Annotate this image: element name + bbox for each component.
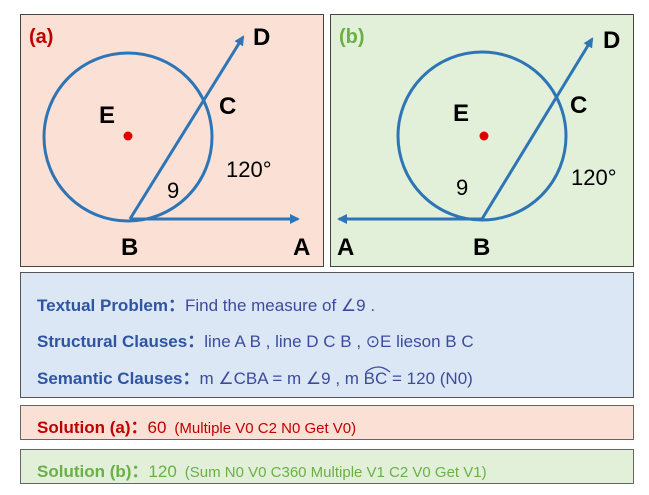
diagram-panel-a: (a) D C E B A 9 120° — [20, 14, 324, 267]
textual-problem-text: Find the measure of ∠9 . — [185, 296, 376, 315]
structural-clauses-text: line A B , line D C B , ⊙E lieson B C — [204, 332, 474, 351]
solution-a-key: Solution (a)： — [37, 418, 148, 437]
panel-tag-a: (a) — [29, 26, 53, 48]
problem-statement-box: Textual Problem：Find the measure of ∠9 .… — [20, 272, 634, 398]
semantic-clauses-row: Semantic Clauses：m ∠CBA = m ∠9 , m BC = … — [37, 364, 473, 389]
line-bd — [480, 37, 594, 220]
point-label-d: D — [603, 27, 620, 54]
solution-b-sequence: (Sum N0 V0 C360 Multiple V1 C2 V0 Get V1… — [184, 464, 487, 481]
arc-label-120: 120° — [571, 165, 617, 190]
arc-bc-notation: BC — [363, 366, 391, 389]
structural-clauses-key: Structural Clauses： — [37, 332, 205, 351]
geometry-diagram-a: (a) D C E B A 9 120° — [29, 24, 310, 261]
line-bd — [128, 35, 245, 220]
point-label-d: D — [253, 24, 270, 51]
center-dot-e — [479, 131, 489, 141]
point-label-c: C — [570, 92, 587, 119]
semantic-clauses-text-2: = 120 (N0) — [387, 369, 473, 388]
textual-problem-key: Textual Problem： — [37, 296, 185, 315]
circle-e — [42, 51, 214, 223]
arc-label-120: 120° — [226, 157, 272, 182]
arc-hat-icon — [365, 366, 391, 373]
center-dot-e — [123, 131, 133, 141]
point-label-a: A — [337, 234, 354, 261]
diagram-panel-b: (b) D C E B A 9 120° — [330, 14, 634, 267]
solution-a-box: Solution (a)：60 (Multiple V0 C2 N0 Get V0… — [20, 405, 634, 440]
point-label-e: E — [99, 102, 115, 129]
panel-tag-b: (b) — [339, 26, 365, 48]
textual-problem-row: Textual Problem：Find the measure of ∠9 . — [37, 291, 375, 316]
point-label-e: E — [453, 100, 469, 127]
point-label-a: A — [293, 234, 310, 261]
point-label-c: C — [219, 93, 236, 120]
angle-label-9: 9 — [456, 175, 468, 200]
point-label-b: B — [473, 234, 490, 261]
solution-a-sequence: (Multiple V0 C2 N0 Get V0) — [174, 420, 357, 437]
semantic-clauses-text-1: m ∠CBA = m ∠9 , m — [199, 369, 364, 388]
arc-bc-text: BC — [363, 369, 388, 388]
point-label-b: B — [121, 234, 138, 261]
solution-b-box: Solution (b)：120 (Sum N0 V0 C360 Multiple… — [20, 449, 634, 484]
structural-clauses-row: Structural Clauses：line A B , line D C B… — [37, 327, 474, 352]
solution-b-key: Solution (b)： — [37, 462, 149, 481]
geometry-diagram-b: (b) D C E B A 9 120° — [337, 26, 620, 261]
angle-label-9: 9 — [167, 178, 179, 203]
semantic-clauses-key: Semantic Clauses： — [37, 369, 200, 388]
solution-a-value: 60 — [147, 418, 167, 437]
solution-b-value: 120 — [148, 462, 177, 481]
